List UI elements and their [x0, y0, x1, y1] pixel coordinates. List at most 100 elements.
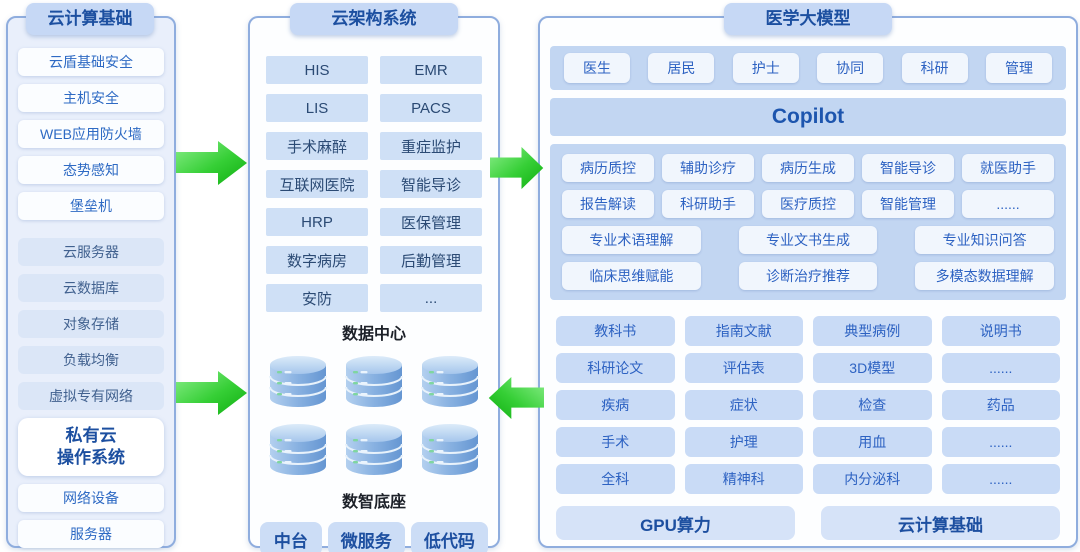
- role-chip: 科研: [901, 53, 968, 83]
- system-item: HIS: [266, 56, 368, 84]
- database-icon: [269, 423, 327, 476]
- system-item: LIS: [266, 94, 368, 122]
- roles-band: 医生 居民 护士 协同 科研 管理: [550, 46, 1066, 90]
- platform-buttons-row: 中台 微服务 低代码: [250, 522, 498, 552]
- system-item: 医保管理: [380, 208, 482, 236]
- capabilities-band: 病历质控 辅助诊疗 病历生成 智能导诊 就医助手 报告解读 科研助手 医疗质控 …: [550, 144, 1066, 300]
- system-item: 重症监护: [380, 132, 482, 160]
- knowledge-chip: ......: [941, 464, 1060, 494]
- resource-item: 负载均衡: [18, 346, 164, 374]
- group-divider: [18, 228, 164, 230]
- security-item: 主机安全: [18, 84, 164, 112]
- knowledge-chip: 药品: [941, 390, 1060, 420]
- database-icon: [269, 355, 327, 408]
- knowledge-chip: 症状: [684, 390, 803, 420]
- knowledge-chip: 评估表: [684, 353, 803, 383]
- resource-item: 云数据库: [18, 274, 164, 302]
- capability-row: 专业术语理解 专业文书生成 专业知识问答: [562, 226, 1055, 254]
- knowledge-chip: 全科: [556, 464, 675, 494]
- cloud-foundation-panel: 云盾基础安全 主机安全 WEB应用防火墙 态势感知 堡垒机 云服务器 云数据库 …: [6, 16, 176, 548]
- knowledge-chip: 精神科: [684, 464, 803, 494]
- capability-chip: 诊断治疗推荐: [738, 262, 878, 290]
- capability-chip: 病历质控: [562, 154, 654, 182]
- knowledge-chip: 用血: [813, 427, 932, 457]
- capability-row: 报告解读 科研助手 医疗质控 智能管理 ......: [562, 190, 1054, 218]
- knowledge-chip: 3D模型: [813, 353, 932, 383]
- knowledge-chip: 说明书: [941, 316, 1060, 346]
- infrastructure-bars: GPU算力 云计算基础: [550, 506, 1066, 540]
- cloud-foundation-list: 云盾基础安全 主机安全 WEB应用防火墙 态势感知 堡垒机 云服务器 云数据库 …: [8, 18, 174, 548]
- capability-chip: 医疗质控: [762, 190, 854, 218]
- flow-arrow-right-icon: [176, 371, 247, 415]
- database-icon: [345, 355, 403, 408]
- system-item: PACS: [380, 94, 482, 122]
- os-box-line1: 私有云: [65, 425, 117, 445]
- right-panel-title: 医学大模型: [724, 3, 892, 35]
- role-chip: 居民: [648, 53, 715, 83]
- data-center-label: 数据中心: [341, 326, 406, 343]
- data-base-label: 数智底座: [341, 494, 406, 511]
- flow-arrow-right-icon: [176, 141, 247, 185]
- knowledge-chip: 内分泌科: [813, 464, 932, 494]
- system-item: 安防: [266, 284, 368, 312]
- knowledge-chip: 科研论文: [556, 353, 675, 383]
- capability-chip: 专业文书生成: [738, 226, 878, 254]
- capability-chip: 就医助手: [962, 154, 1054, 182]
- capability-chip: 专业知识问答: [915, 226, 1055, 254]
- capability-chip: 智能管理: [862, 190, 954, 218]
- private-cloud-os-box: 私有云 操作系统: [18, 418, 164, 476]
- knowledge-chip: 典型病例: [813, 316, 932, 346]
- security-item: 云盾基础安全: [18, 48, 164, 76]
- capability-chip: 科研助手: [662, 190, 754, 218]
- role-chip: 协同: [817, 53, 884, 83]
- system-item: EMR: [380, 56, 482, 84]
- knowledge-chip: 教科书: [556, 316, 675, 346]
- resource-item: 云服务器: [18, 238, 164, 266]
- resource-item: 虚拟专有网络: [18, 382, 164, 410]
- system-item: 数字病房: [266, 246, 368, 274]
- knowledge-chip: ......: [941, 353, 1060, 383]
- knowledge-chip: 手术: [556, 427, 675, 457]
- cloud-architecture-panel: HIS EMR LIS PACS 手术麻醉 重症监护 互联网医院 智能导诊 HR…: [248, 16, 500, 552]
- system-item: 手术麻醉: [266, 132, 368, 160]
- medical-model-content: 医生 居民 护士 协同 科研 管理 Copilot 病历质控 辅助诊疗 病历生成…: [540, 18, 1076, 540]
- knowledge-chip: 护理: [684, 427, 803, 457]
- security-item: 态势感知: [18, 156, 164, 184]
- role-chip: 医生: [564, 53, 630, 83]
- knowledge-chip: 检查: [813, 390, 932, 420]
- database-cluster: [250, 350, 498, 480]
- capability-chip: 报告解读: [562, 190, 654, 218]
- resource-item: 对象存储: [18, 310, 164, 338]
- system-item: 互联网医院: [266, 170, 368, 198]
- medical-model-panel: 医生 居民 护士 协同 科研 管理 Copilot 病历质控 辅助诊疗 病历生成…: [538, 16, 1078, 548]
- system-item: HRP: [266, 208, 368, 236]
- database-icon: [421, 355, 479, 408]
- database-icon: [345, 423, 403, 476]
- capability-chip: 多模态数据理解: [915, 262, 1055, 290]
- knowledge-chip: ......: [941, 427, 1060, 457]
- left-panel-title: 云计算基础: [26, 3, 154, 35]
- knowledge-chip: 疾病: [556, 390, 675, 420]
- platform-button: 低代码: [410, 522, 488, 552]
- capability-chip: 病历生成: [762, 154, 854, 182]
- hospital-systems-grid: HIS EMR LIS PACS 手术麻醉 重症监护 互联网医院 智能导诊 HR…: [250, 18, 498, 312]
- platform-button: 中台: [260, 522, 322, 552]
- database-icon: [421, 423, 479, 476]
- system-item: 智能导诊: [380, 170, 482, 198]
- hardware-item: 服务器: [18, 520, 164, 548]
- capability-row: 病历质控 辅助诊疗 病历生成 智能导诊 就医助手: [562, 154, 1054, 182]
- knowledge-chip: 指南文献: [684, 316, 803, 346]
- role-chip: 管理: [985, 53, 1052, 83]
- platform-button: 微服务: [327, 522, 405, 552]
- middle-panel-title: 云架构系统: [290, 3, 458, 35]
- flow-arrow-left-icon: [488, 376, 544, 420]
- gpu-compute-bar: GPU算力: [556, 506, 795, 540]
- role-chip: 护士: [732, 53, 799, 83]
- capability-chip: 智能导诊: [862, 154, 954, 182]
- capability-chip: 临床思维赋能: [562, 262, 701, 290]
- cloud-foundation-bar: 云计算基础: [821, 506, 1060, 540]
- capability-chip: 辅助诊疗: [662, 154, 754, 182]
- capability-chip: 专业术语理解: [562, 226, 701, 254]
- os-box-line2: 操作系统: [57, 448, 125, 467]
